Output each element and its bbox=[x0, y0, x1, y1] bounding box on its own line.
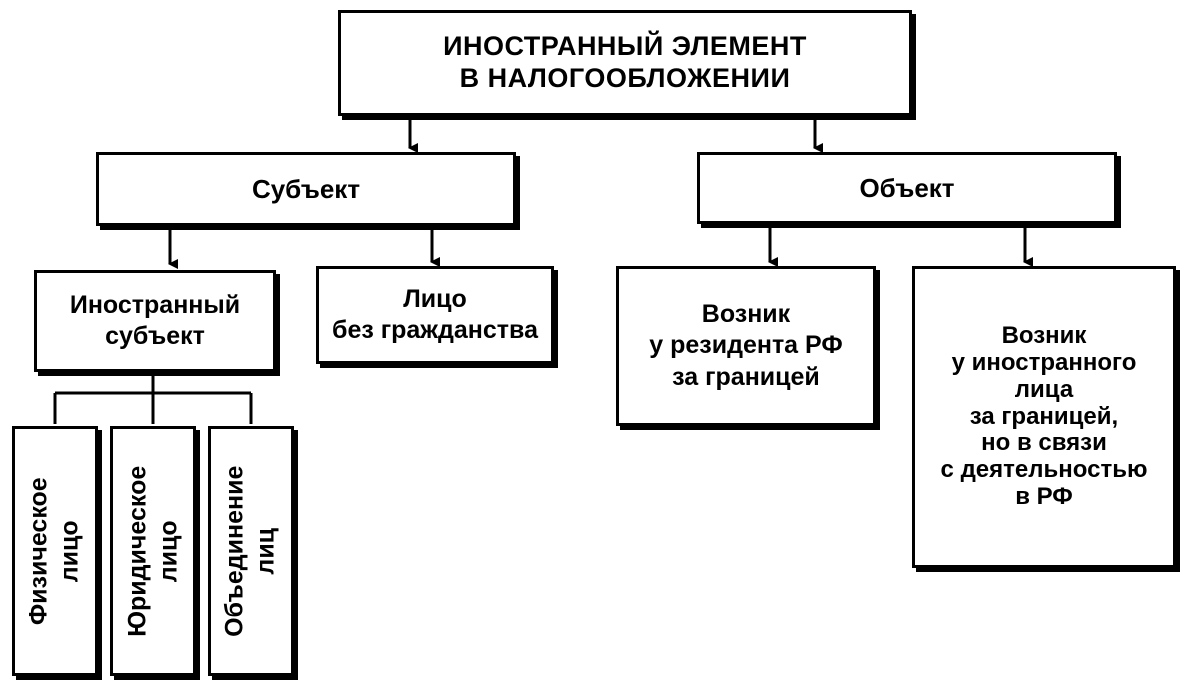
foreigner-abroad-box: Возник у иностранного лица за границей, … bbox=[912, 266, 1176, 568]
object-label: Объект bbox=[859, 172, 955, 203]
subject-label: Субъект bbox=[251, 173, 361, 204]
legal-entity-label: Юридическое лицо bbox=[122, 465, 183, 637]
stateless-label: Лицо без гражданства bbox=[332, 284, 538, 344]
subject-box: Субъект bbox=[96, 152, 516, 226]
resident-abroad-label: Возник у резидента РФ за границей bbox=[649, 300, 843, 391]
association-label: Объединение лиц bbox=[220, 465, 280, 637]
association-box: Объединение лиц bbox=[208, 426, 294, 676]
bracket-foreign-subject-children bbox=[53, 372, 253, 424]
root-label: ИНОСТРАННЫЙ ЭЛЕМЕНТ В НАЛОГООБЛОЖЕНИИ bbox=[443, 31, 807, 93]
object-box: Объект bbox=[697, 152, 1117, 224]
individual-box: Физическое лицо bbox=[12, 426, 98, 676]
resident-abroad-box: Возник у резидента РФ за границей bbox=[616, 266, 876, 426]
root-box: ИНОСТРАННЫЙ ЭЛЕМЕНТ В НАЛОГООБЛОЖЕНИИ bbox=[338, 10, 912, 116]
stateless-box: Лицо без гражданства bbox=[316, 266, 554, 364]
foreign-subject-box: Иностранный субъект bbox=[34, 270, 276, 372]
foreign-subject-label: Иностранный субъект bbox=[69, 290, 241, 350]
foreigner-abroad-label: Возник у иностранного лица за границей, … bbox=[940, 321, 1148, 511]
individual-label: Физическое лицо bbox=[24, 477, 85, 625]
legal-entity-box: Юридическое лицо bbox=[110, 426, 196, 676]
